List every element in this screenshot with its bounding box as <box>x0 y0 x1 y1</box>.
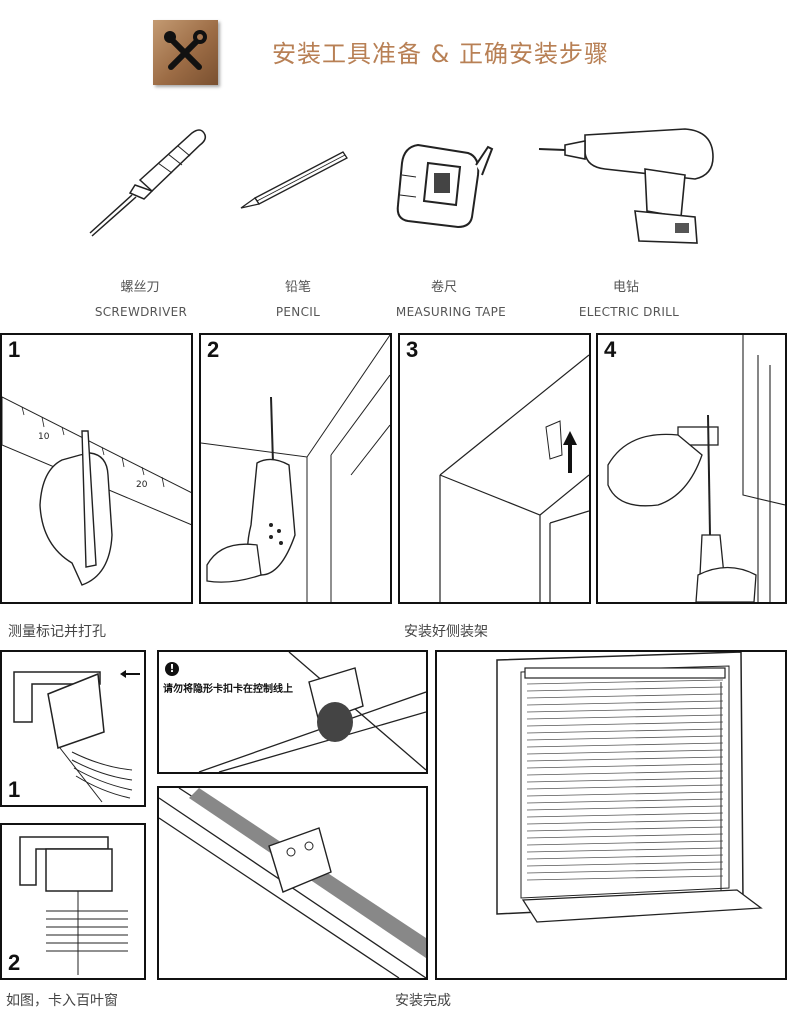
blind-slat <box>526 763 724 769</box>
caption-clip-in: 如图，卡入百叶窗 <box>6 993 118 1009</box>
clip-in-diagram-2 <box>19 836 128 975</box>
clip-step-number: 1 <box>8 777 21 802</box>
tool-label-zh-pencil: 铅笔 <box>284 280 311 295</box>
blind-slat <box>526 791 724 797</box>
blind-slat <box>526 805 724 811</box>
blind-slat <box>526 728 724 734</box>
svg-text:20: 20 <box>136 480 148 490</box>
wall-anchor-illustration <box>439 354 589 602</box>
finished-blind-panel <box>435 650 787 980</box>
blind-slat <box>526 861 724 867</box>
tool-label-en-tape: MEASURING TAPE <box>395 305 507 319</box>
rail-bracket-panel <box>157 786 428 980</box>
tools-logo <box>153 20 218 85</box>
caption-install-bracket: 安装好侧装架 <box>404 624 488 640</box>
rail-control-cord-illustration <box>198 652 426 772</box>
step-number: 3 <box>406 337 419 362</box>
warning-icon: ! <box>165 662 179 676</box>
blind-slat <box>526 721 724 727</box>
blind-slat <box>526 784 724 790</box>
page-title: 安装工具准备 & 正确安装步骤 <box>272 40 609 68</box>
screwdriver-illustration <box>80 125 210 240</box>
blind-slat <box>526 777 724 783</box>
blind-slat <box>526 770 724 776</box>
warning-text: 请勿将隐形卡扣卡在控制线上 <box>163 684 293 695</box>
blind-slat <box>526 868 724 874</box>
drill-icon <box>538 128 714 244</box>
blind-slat <box>526 833 724 839</box>
tools-icon <box>164 30 207 70</box>
clip-step-number: 2 <box>8 950 21 975</box>
step-4-panel: 4 <box>596 333 787 604</box>
step-number: 1 <box>8 337 21 362</box>
tool-label-en-pencil: PENCIL <box>275 305 321 319</box>
step-2-panel: 2 <box>199 333 392 604</box>
measure-mark-illustration: 10 20 <box>2 396 191 586</box>
drill-hole-illustration <box>201 335 390 602</box>
blind-slat <box>526 749 724 755</box>
tape-measure-icon <box>396 143 494 229</box>
clip-panel-2: 2 <box>0 823 146 980</box>
blind-slat <box>526 826 724 832</box>
drill-illustration <box>535 125 720 250</box>
blind-slat <box>526 735 724 741</box>
blind-slat <box>526 875 724 881</box>
blind-slat <box>526 819 724 825</box>
pencil-icon <box>240 151 348 209</box>
blind-slat <box>526 700 724 706</box>
blind-slat <box>526 707 724 713</box>
mount-bracket-illustration <box>607 335 785 602</box>
clip-panel-1: 1 <box>0 650 146 807</box>
screwdriver-icon <box>89 129 207 237</box>
blind-slat <box>526 693 724 699</box>
rail-bracket-illustration <box>159 788 426 978</box>
tool-label-zh-screwdriver: 螺丝刀 <box>120 280 160 295</box>
step-number: 2 <box>207 337 220 362</box>
blind-slat <box>526 854 724 860</box>
svg-text:10: 10 <box>38 432 50 442</box>
warning-panel: ! 请勿将隐形卡扣卡在控制线上 <box>157 650 428 774</box>
step-3-panel: 3 <box>398 333 591 604</box>
blind-slat <box>526 798 724 804</box>
step-number: 4 <box>604 337 617 362</box>
caption-measure: 测量标记并打孔 <box>8 624 106 640</box>
step-1-panel: 1 10 20 <box>0 333 193 604</box>
blind-slat <box>526 714 724 720</box>
finished-blind-illustration <box>496 652 763 923</box>
tool-label-en-drill: ELECTRIC DRILL <box>578 305 680 319</box>
tape-measure-illustration <box>388 135 498 235</box>
blind-slat <box>526 847 724 853</box>
caption-done: 安装完成 <box>395 993 451 1009</box>
pencil-illustration <box>235 148 350 213</box>
tool-label-zh-drill: 电钻 <box>612 280 639 295</box>
blind-slat <box>526 679 724 685</box>
blind-slat <box>526 742 724 748</box>
tool-label-en-screwdriver: SCREWDRIVER <box>94 305 188 319</box>
blind-slat <box>526 812 724 818</box>
tool-label-zh-tape: 卷尺 <box>430 280 457 295</box>
blind-slat <box>526 686 724 692</box>
blind-slat <box>526 840 724 846</box>
blind-slat <box>526 756 724 762</box>
clip-in-diagram-1 <box>13 670 140 803</box>
